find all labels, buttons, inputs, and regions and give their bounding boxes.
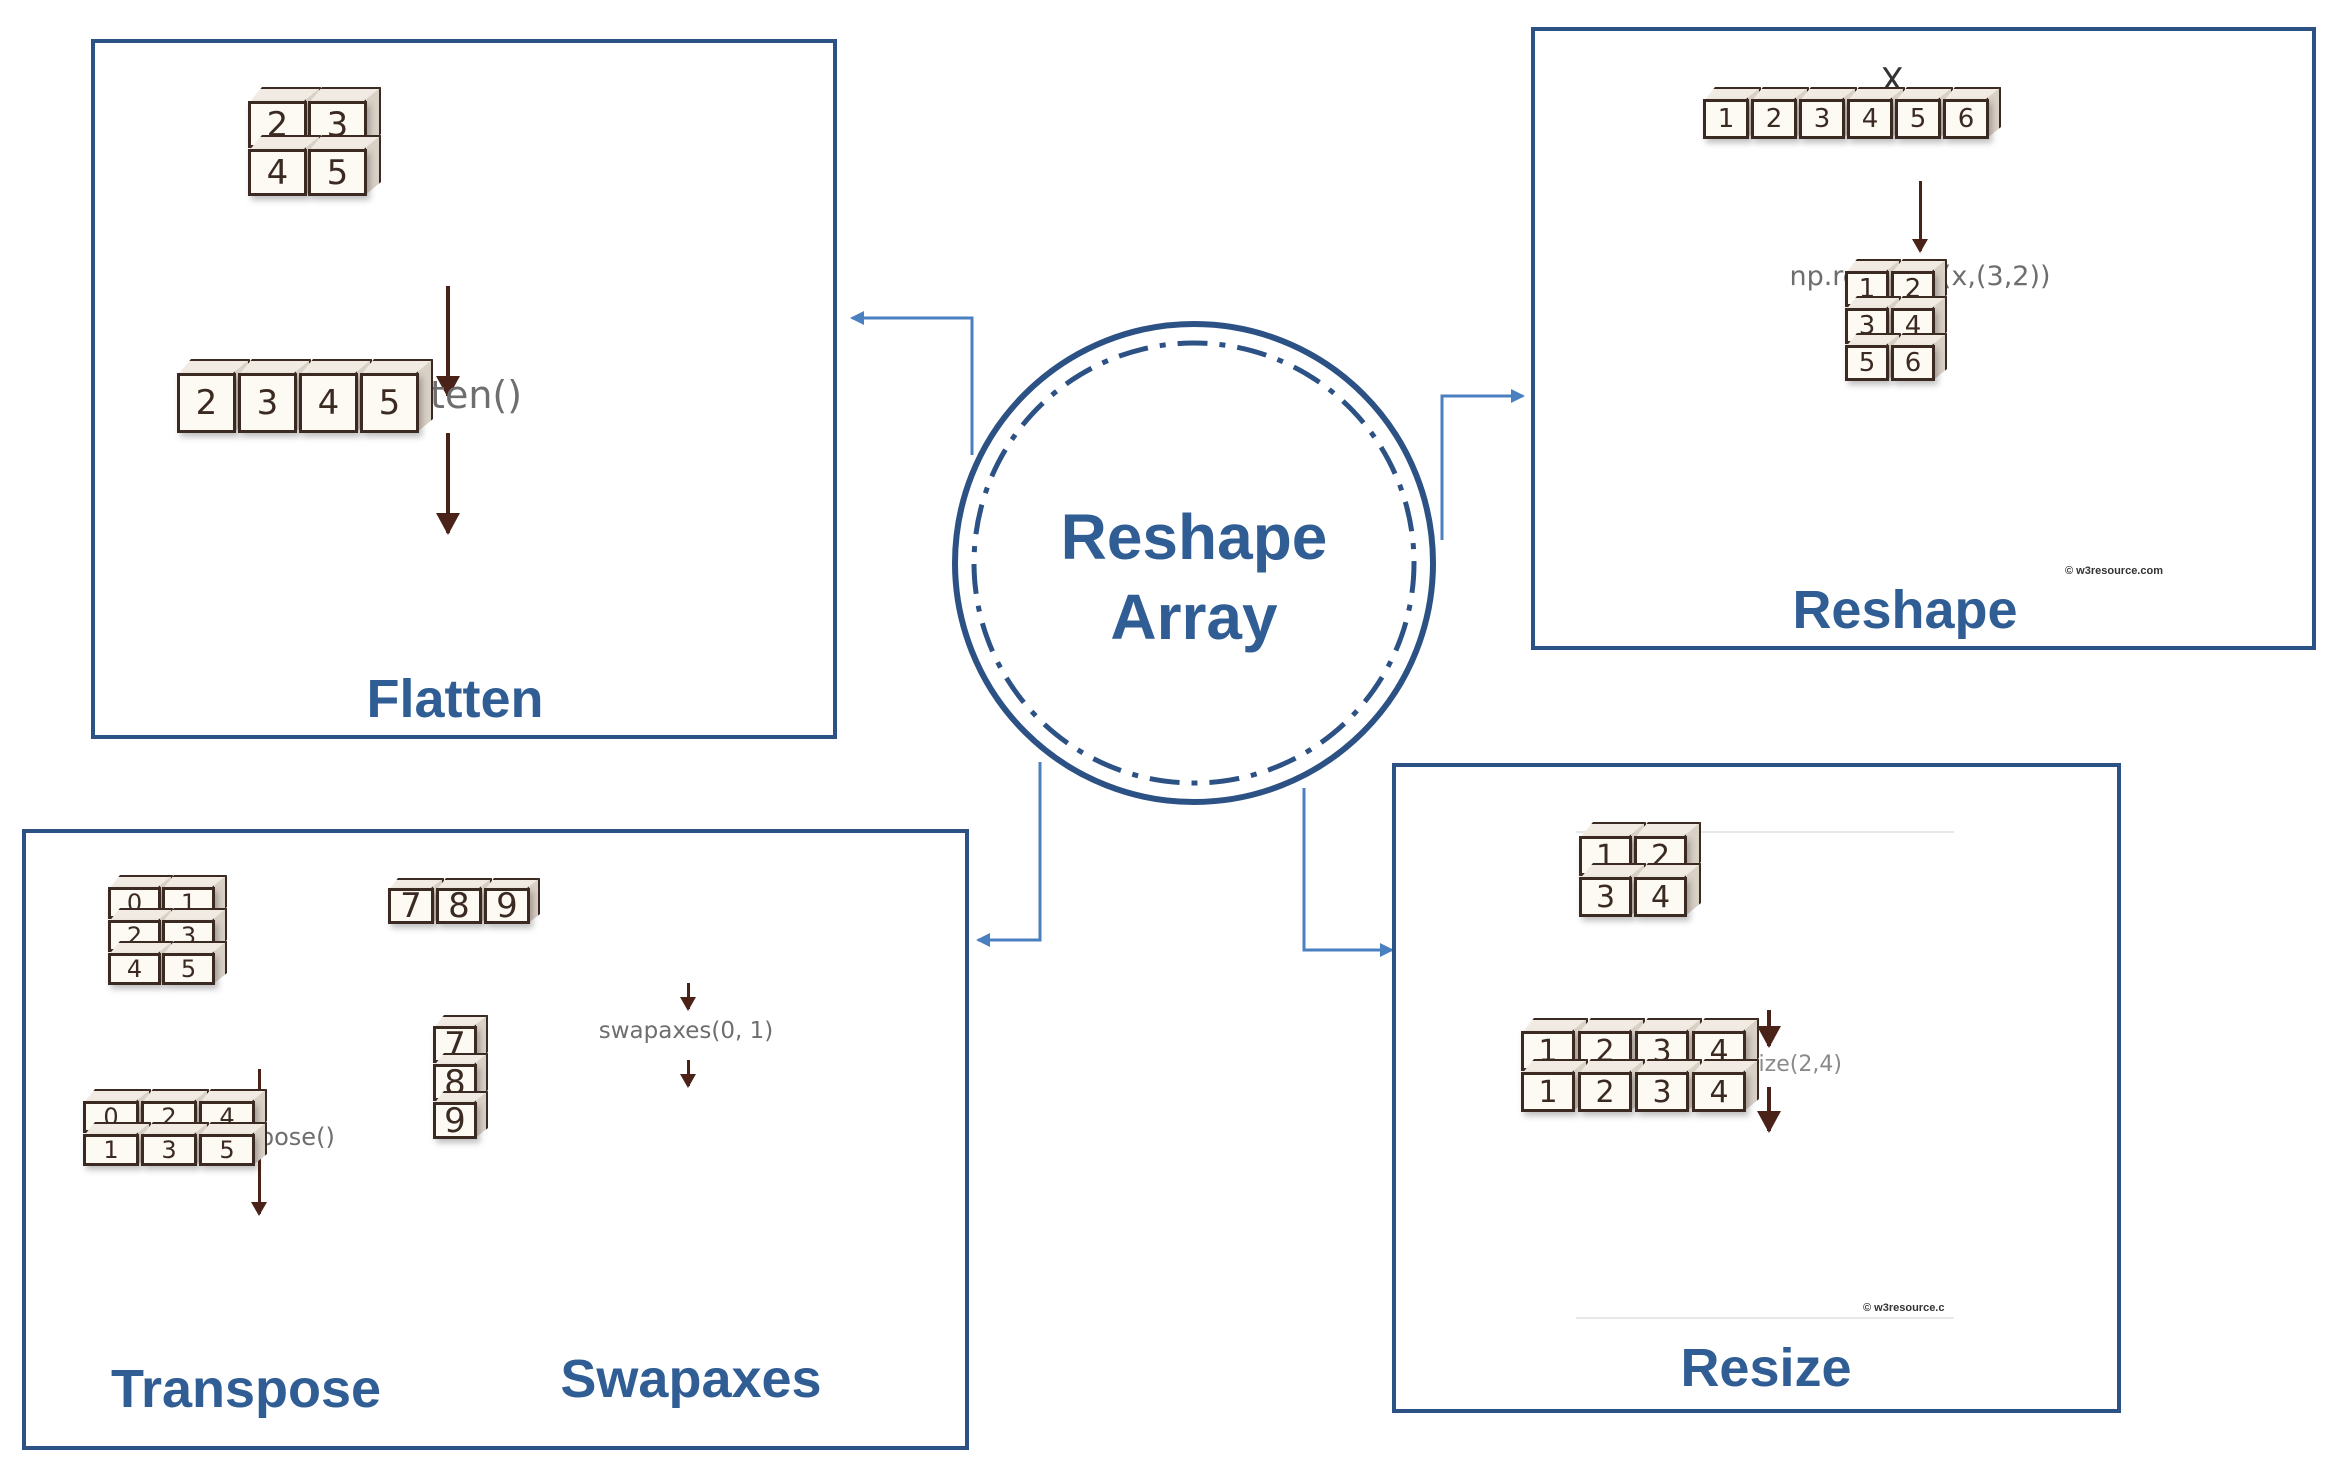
connector-to-reshape (1440, 389, 1525, 540)
flatten-output-cube-value: 5 (360, 373, 419, 433)
transpose-input-cube: 5 (162, 941, 227, 985)
resize-input-cube: 4 (1634, 863, 1701, 917)
swapaxes-input-cube-value: 7 (388, 886, 434, 926)
center-circle-dashed (971, 340, 1417, 786)
flatten-title: Flatten (366, 669, 544, 729)
reshape-input-cube-value: 4 (1847, 99, 1893, 139)
resize-output-cube: 4 (1692, 1059, 1759, 1112)
resize-output-cube-value: 2 (1578, 1072, 1632, 1112)
transpose-input-cube-value: 4 (108, 953, 161, 985)
transpose-arrow-down-2 (251, 1158, 267, 1216)
resize-title: Resize (1680, 1338, 1852, 1398)
reshape-input-cube-value: 5 (1895, 99, 1941, 139)
resize-credit: © w3resource.c (1863, 1302, 1945, 1314)
reshape-input-cube: 4 (1847, 87, 1905, 139)
swapaxes-arrow-down-1 (680, 983, 696, 1011)
flatten-output-cube: 5 (360, 359, 433, 433)
flatten-input-cube-value: 4 (248, 149, 307, 196)
resize-frame-bottom-line (1576, 1317, 1954, 1319)
resize-input-cube: 3 (1579, 863, 1646, 917)
reshape-input-cube-value: 6 (1943, 99, 1989, 139)
swapaxes-output-cube-value: 9 (433, 1101, 477, 1141)
reshape-input-cube: 6 (1943, 87, 2001, 139)
resize-input-cube-value: 3 (1579, 877, 1632, 917)
connector-to-flatten (850, 311, 974, 455)
transpose-input-cube-value: 5 (162, 953, 215, 985)
resize-output-cube-value: 4 (1692, 1072, 1746, 1112)
swapaxes-arrow-down-2 (680, 1060, 696, 1088)
center-title-line1: Reshape (1060, 501, 1328, 573)
transpose-output-cube-value: 3 (141, 1134, 197, 1166)
swapaxes-input-cube-value: 9 (484, 886, 530, 926)
resize-input-cube-value: 4 (1634, 877, 1687, 917)
swapaxes-output-cube: 9 (433, 1091, 488, 1141)
swapaxes-op-label: swapaxes(0, 1) (598, 1018, 774, 1044)
transpose-output-cube-value: 5 (199, 1134, 255, 1166)
flatten-input-cube-value: 5 (308, 149, 367, 196)
swapaxes-output-cube: 7 (433, 1015, 488, 1065)
transpose-title: Transpose (110, 1359, 382, 1419)
reshape-output-cube-value: 6 (1891, 345, 1935, 381)
resize-arrow-down-2 (1757, 1087, 1781, 1133)
reshape-input-cube: 2 (1751, 87, 1809, 139)
flatten-output-cube-value: 3 (238, 373, 297, 433)
swapaxes-title: Swapaxes (560, 1349, 822, 1409)
resize-output-cube-value: 3 (1635, 1072, 1689, 1112)
flatten-output-cube-value: 4 (299, 373, 358, 433)
flatten-output-cube-value: 2 (177, 373, 236, 433)
flatten-input-cube: 5 (308, 135, 381, 196)
resize-frame-top-line (1576, 831, 1954, 833)
resize-output-cube: 1 (1521, 1059, 1588, 1112)
swapaxes-input-cube: 9 (484, 878, 540, 926)
flatten-arrow-down-1 (436, 286, 460, 398)
reshape-input-cube-value: 2 (1751, 99, 1797, 139)
resize-arrow-down-1 (1757, 1010, 1781, 1048)
transpose-output-cube-value: 1 (83, 1134, 139, 1166)
reshape-title: Reshape (1792, 580, 2018, 640)
swapaxes-output-cube: 8 (433, 1053, 488, 1103)
flatten-arrow-down-2 (436, 433, 460, 535)
swapaxes-input-cube-value: 8 (436, 886, 482, 926)
transpose-output-cube: 5 (199, 1122, 267, 1166)
reshape-input-cube-value: 1 (1703, 99, 1749, 139)
reshape-input-cube-value: 3 (1799, 99, 1845, 139)
reshape-output-cube-value: 5 (1845, 345, 1889, 381)
resize-output-cube-value: 1 (1521, 1072, 1575, 1112)
connector-to-transpose (976, 762, 1042, 947)
connector-to-resize (1302, 788, 1394, 957)
center-title-line2: Array (1110, 581, 1278, 653)
reshape-credit: © w3resource.com (2065, 565, 2163, 577)
reshape-output-cube: 6 (1891, 333, 1947, 381)
center-circle-outer (952, 321, 1436, 805)
reshape-arrow-down-1 (1912, 181, 1928, 253)
